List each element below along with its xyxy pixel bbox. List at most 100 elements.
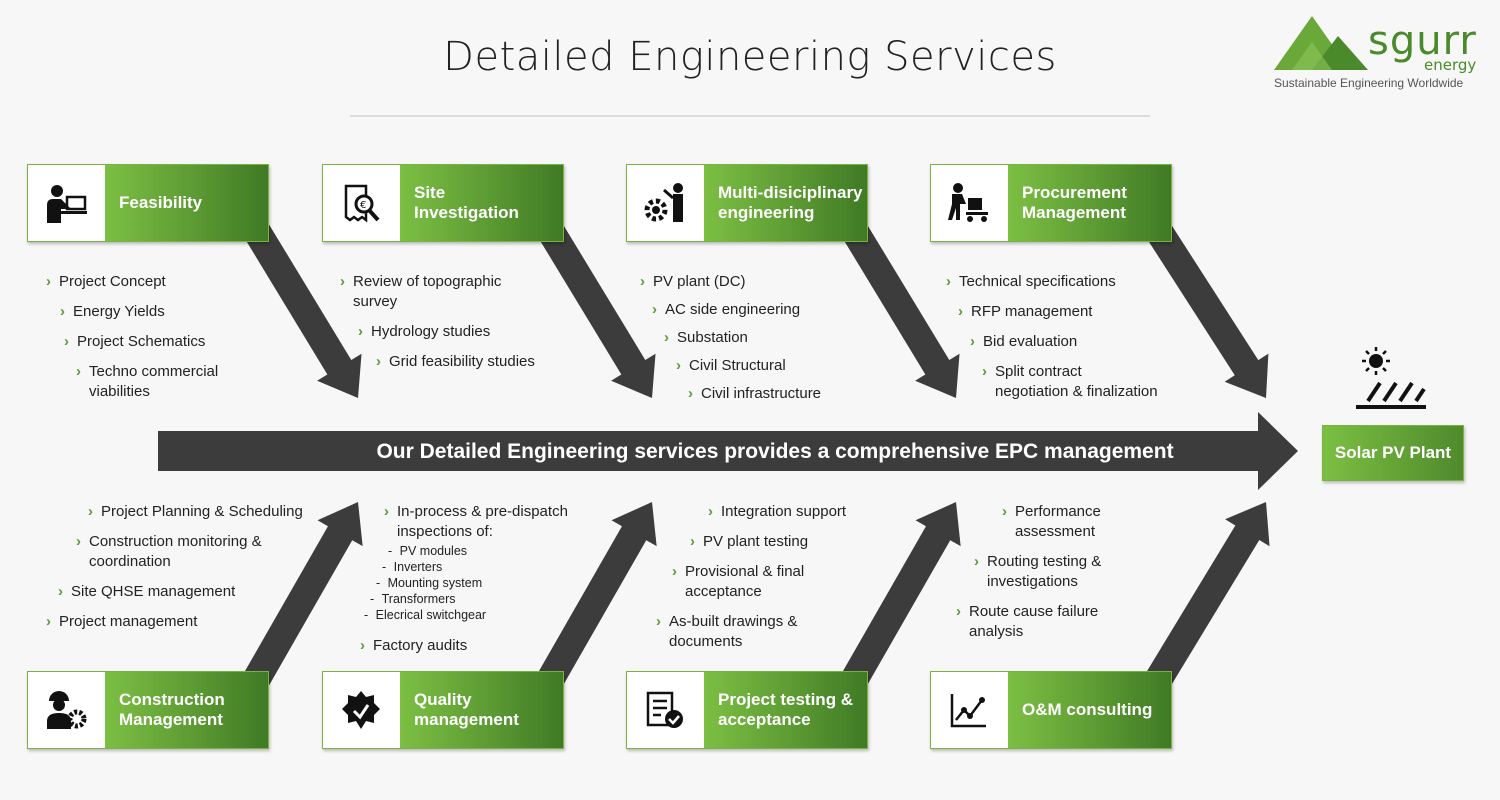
document-magnifier-icon: €	[323, 165, 399, 241]
checklist-icon	[627, 672, 703, 748]
chevron-right-icon: ›	[358, 323, 363, 340]
list-item-text: Energy Yields	[73, 303, 165, 320]
list-item: ›Techno commercial viabilities	[76, 362, 218, 402]
list-item-text: Review of topographic survey	[353, 273, 502, 310]
chevron-right-icon: ›	[672, 563, 677, 580]
chevron-right-icon: ›	[664, 329, 669, 346]
sub-list-item-text: PV modules	[399, 544, 468, 558]
list-item-text: PV plant (DC)	[653, 273, 746, 290]
list-item: ›Routing testing & investigations	[974, 552, 1101, 592]
top-box-label: Multi-disiciplinary engineering	[704, 165, 867, 241]
list-item-text: Factory audits	[373, 637, 468, 654]
chevron-right-icon: ›	[690, 533, 695, 550]
list-item: › Construction monitoring & coordination	[76, 532, 262, 572]
bottom-box-4: O&M consulting	[930, 671, 1172, 749]
chevron-right-icon: ›	[76, 363, 81, 380]
chevron-right-icon: ›	[956, 603, 961, 620]
list-item-text: Performance assessment	[1015, 503, 1101, 540]
chevron-right-icon: ›	[688, 385, 693, 402]
chevron-right-icon: ›	[1002, 503, 1007, 520]
list-item-text: Grid feasibility studies	[389, 353, 535, 370]
bottom-box-label: Construction Management	[105, 672, 268, 748]
list-item-text: RFP management	[971, 303, 1093, 320]
solar-pv-plant-box: Solar PV Plant	[1322, 425, 1464, 481]
diagonal-arrow-bottom-1	[243, 502, 363, 687]
list-item-text: PV plant testing	[703, 533, 809, 550]
chevron-right-icon: ›	[708, 503, 713, 520]
list-item-text: Route cause failure analysis	[969, 603, 1099, 640]
list-item-text: Site QHSE management	[71, 583, 236, 600]
gear-engineer-icon	[627, 165, 703, 241]
list-item: › Hydrology studies	[358, 322, 490, 342]
list-item-text: Project management	[59, 613, 198, 630]
chevron-right-icon: ›	[640, 273, 645, 290]
list-item: ›Civil Structural	[676, 356, 786, 376]
bottom-box-3: Project testing & acceptance	[626, 671, 868, 749]
top-box-label: Procurement Management	[1008, 165, 1171, 241]
bottom-box-label: Quality management	[400, 672, 563, 748]
title-divider	[350, 115, 1150, 117]
top-box-3: Multi-disiciplinary engineering	[626, 164, 868, 242]
top-box-2: €Site Investigation	[322, 164, 564, 242]
list-item: ›Project Schematics	[64, 332, 205, 352]
sub-list-item: - Mounting system	[376, 576, 483, 590]
list-item-text: Substation	[677, 329, 748, 346]
chevron-right-icon: ›	[46, 273, 51, 290]
sub-list-item-text: Elecrical switchgear	[375, 608, 487, 622]
sub-list-item-text: Inverters	[393, 560, 443, 574]
list-item: › Project Concept	[46, 272, 166, 292]
logo-wordmark: sgurr	[1368, 18, 1477, 64]
list-item: ›Technical specifications	[946, 272, 1116, 292]
list-item-text: Civil Structural	[689, 357, 786, 374]
chevron-right-icon: ›	[376, 353, 381, 370]
solar-panel-sun-icon	[1356, 347, 1426, 409]
list-item-text: Split contract negotiation & finalizatio…	[995, 363, 1158, 400]
chevron-right-icon: ›	[970, 333, 975, 350]
list-item: ›Review of topographic survey	[340, 272, 501, 312]
diagonal-arrow-bottom-2	[537, 502, 657, 687]
chevron-right-icon: ›	[974, 553, 979, 570]
chevron-right-icon: ›	[360, 637, 365, 654]
top-box-1: Feasibility	[27, 164, 269, 242]
person-laptop-icon	[28, 165, 104, 241]
list-item: ›Energy Yields	[60, 302, 165, 322]
chevron-right-icon: ›	[76, 533, 81, 550]
list-item: › Split contract negotiation & finalizati…	[982, 362, 1158, 402]
line-chart-icon	[931, 672, 1007, 748]
list-item-text: Hydrology studies	[371, 323, 491, 340]
sub-list-item: - PV modules	[388, 544, 468, 558]
logo-subword: energy	[1424, 56, 1477, 74]
diagonal-arrow-top-4	[1146, 222, 1269, 398]
top-box-4: Procurement Management	[930, 164, 1172, 242]
list-item-text: Project Concept	[59, 273, 166, 290]
chevron-right-icon: ›	[946, 273, 951, 290]
list-item: ›In-process & pre-dispatch inspections o…	[384, 502, 568, 542]
top-box-label: Site Investigation	[400, 165, 563, 241]
worker-gear-icon	[28, 672, 104, 748]
chevron-right-icon: ›	[58, 583, 63, 600]
list-item-text: Construction monitoring & coordination	[89, 533, 262, 570]
list-item-text: Integration support	[721, 503, 847, 520]
company-logo: sgurr energy Sustainable Engineering Wor…	[1272, 14, 1482, 94]
top-box-label: Feasibility	[105, 165, 268, 241]
list-item: ›AC side engineering	[652, 300, 800, 320]
list-item: › Factory audits	[360, 636, 467, 656]
chevron-right-icon: ›	[982, 363, 987, 380]
list-item: ›RFP management	[958, 302, 1092, 322]
chevron-right-icon: ›	[384, 503, 389, 520]
list-item: ›Civil infrastructure	[688, 384, 821, 404]
bottom-box-label: O&M consulting	[1008, 672, 1171, 748]
list-item-text: Provisional & final acceptance	[685, 563, 805, 600]
list-item-text: Bid evaluation	[983, 333, 1078, 350]
list-item: › Performance assessment	[1002, 502, 1101, 542]
list-item: ›As-built drawings & documents	[656, 612, 797, 652]
list-item: › Site QHSE management	[58, 582, 235, 602]
diagonal-arrow-top-3	[842, 222, 960, 398]
chevron-right-icon: ›	[64, 333, 69, 350]
bottom-box-1: Construction Management	[27, 671, 269, 749]
list-item-text: AC side engineering	[665, 301, 801, 318]
list-item: › Substation	[664, 328, 748, 348]
list-item: › PV plant testing	[690, 532, 808, 552]
chevron-right-icon: ›	[88, 503, 93, 520]
sub-list-item: - Transformers	[370, 592, 456, 606]
